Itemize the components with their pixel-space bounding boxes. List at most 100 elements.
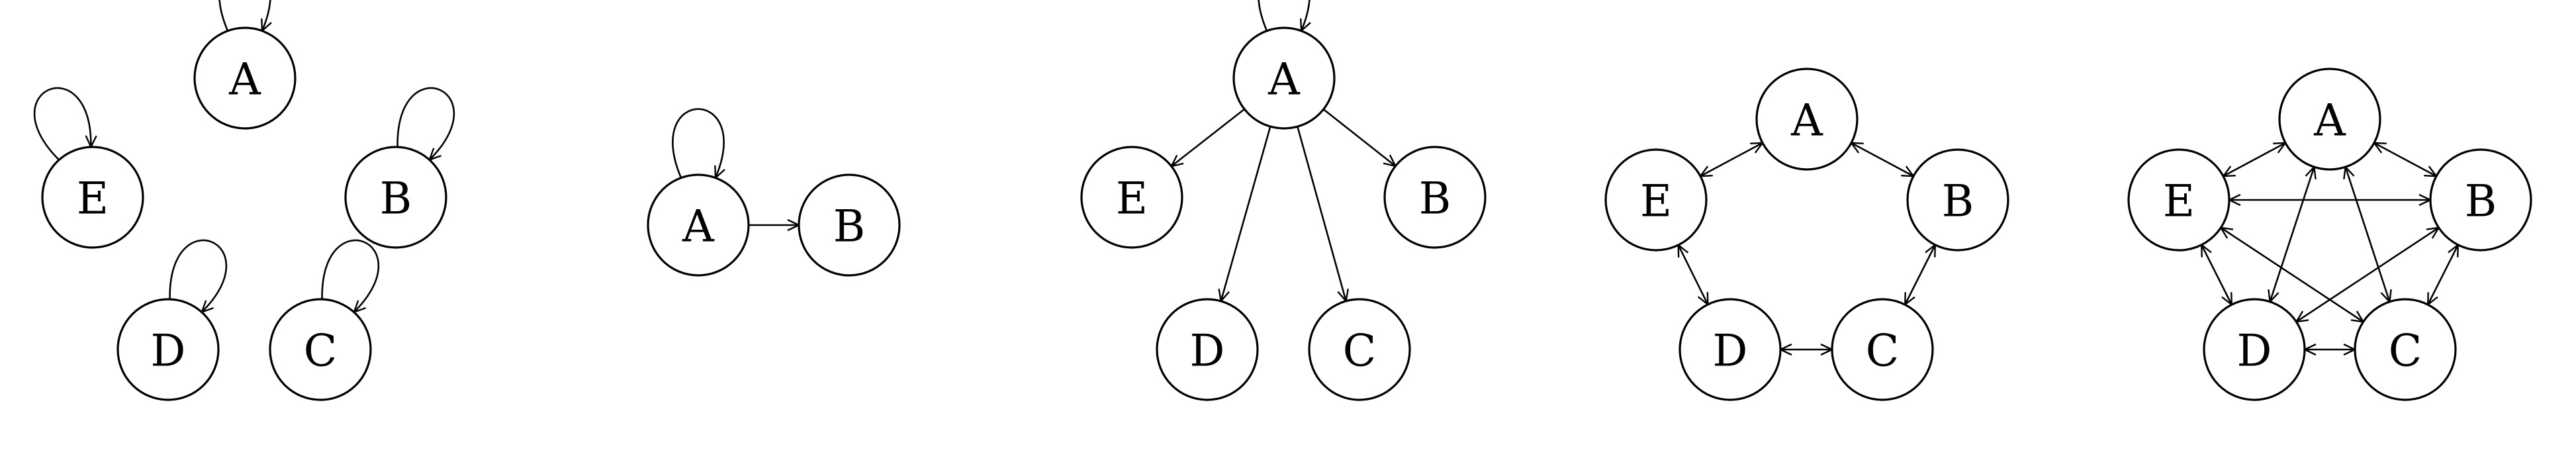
node-layer: A B C D E xyxy=(1080,26,1487,401)
node-circle xyxy=(2429,148,2532,252)
edge-a-d xyxy=(2270,167,2315,302)
edge-layer xyxy=(672,108,799,225)
node-circle xyxy=(2203,298,2306,401)
edge-a-b xyxy=(1322,109,1396,166)
node-circle xyxy=(269,298,372,401)
edge-a-c xyxy=(2346,167,2390,302)
graph-panel-3: A B C D E xyxy=(1080,0,1487,401)
edge-c-c xyxy=(321,239,380,312)
node-label: A xyxy=(682,201,715,252)
node-a: A xyxy=(1232,26,1336,130)
node-b: B xyxy=(1906,148,2009,252)
node-layer: A B C D E xyxy=(2127,68,2532,401)
node-label: B xyxy=(833,201,866,252)
node-b: B xyxy=(2429,148,2532,252)
graph-panel-5: A B C D E xyxy=(2127,68,2532,401)
node-a: A xyxy=(647,173,750,277)
node-circle xyxy=(1831,298,1934,401)
edge-a-a xyxy=(218,0,270,31)
edge-layer xyxy=(1172,0,1395,301)
graph-panel-4: A B C D E xyxy=(1604,68,2009,401)
edge-layer xyxy=(2201,143,2458,350)
edge-b-b xyxy=(396,87,455,160)
node-a: A xyxy=(193,26,297,130)
node-label: B xyxy=(1942,176,1974,227)
node-circle xyxy=(647,173,750,277)
node-label: B xyxy=(1419,173,1451,224)
node-circle xyxy=(1156,298,1259,401)
node-circle xyxy=(1308,298,1411,401)
node-label: B xyxy=(380,173,412,224)
edge-d-e xyxy=(2201,245,2232,305)
node-label: E xyxy=(2163,176,2195,227)
node-label: D xyxy=(1190,326,1225,377)
edge-d-e xyxy=(1679,245,1708,305)
edge-layer xyxy=(1679,143,1935,350)
node-label: D xyxy=(2237,326,2272,377)
node-label: D xyxy=(151,326,186,377)
node-circle xyxy=(2354,298,2457,401)
node-label: E xyxy=(1116,173,1148,224)
node-circle xyxy=(1604,148,1708,252)
node-circle xyxy=(2127,148,2231,252)
node-circle xyxy=(1755,68,1859,171)
node-d: D xyxy=(116,298,220,401)
edge-e-a xyxy=(1700,143,1763,176)
node-layer: A B C D E xyxy=(1604,68,2009,401)
edge-a-b xyxy=(1851,143,1913,176)
node-c: C xyxy=(1308,298,1411,401)
edge-e-e xyxy=(33,87,91,161)
node-d: D xyxy=(1679,298,1782,401)
node-e: E xyxy=(1080,146,1183,249)
node-layer: A B C D E xyxy=(41,26,447,401)
node-label: A xyxy=(2313,95,2346,146)
node-b: B xyxy=(1383,146,1487,249)
edge-a-b xyxy=(2374,143,2436,176)
node-circle xyxy=(1679,298,1782,401)
node-e: E xyxy=(41,146,144,249)
node-circle xyxy=(193,26,297,130)
edge-a-e xyxy=(1172,108,1245,166)
node-circle xyxy=(116,298,220,401)
node-label: E xyxy=(77,173,109,224)
node-circle xyxy=(798,173,901,277)
node-label: C xyxy=(304,326,338,377)
node-circle xyxy=(2278,68,2381,171)
node-e: E xyxy=(1604,148,1708,252)
node-label: C xyxy=(2389,326,2422,377)
node-label: C xyxy=(1343,326,1377,377)
node-circle xyxy=(1383,146,1487,249)
edge-a-a xyxy=(672,108,723,178)
node-label: A xyxy=(228,54,261,105)
node-a: A xyxy=(1755,68,1859,171)
node-a: A xyxy=(2278,68,2381,171)
node-circle xyxy=(344,146,447,249)
node-d: D xyxy=(1156,298,1259,401)
edge-layer xyxy=(33,0,455,312)
node-d: D xyxy=(2203,298,2306,401)
edge-b-c xyxy=(2428,245,2458,305)
edge-d-d xyxy=(169,239,228,312)
edge-a-a xyxy=(1258,0,1309,31)
edge-b-c xyxy=(1905,245,1935,305)
node-e: E xyxy=(2127,148,2231,252)
edge-a-d xyxy=(1221,126,1271,301)
edge-e-a xyxy=(2223,143,2285,176)
node-b: B xyxy=(798,173,901,277)
node-label: A xyxy=(1267,54,1301,105)
edge-a-c xyxy=(1297,126,1346,301)
node-c: C xyxy=(2354,298,2457,401)
node-label: A xyxy=(1790,95,1823,146)
node-label: C xyxy=(1866,326,1900,377)
node-circle xyxy=(41,146,144,249)
node-circle xyxy=(1080,146,1183,249)
node-label: E xyxy=(1640,176,1672,227)
node-c: C xyxy=(1831,298,1934,401)
edge-c-e xyxy=(2221,228,2363,322)
node-circle xyxy=(1232,26,1336,130)
node-label: B xyxy=(2465,176,2497,227)
